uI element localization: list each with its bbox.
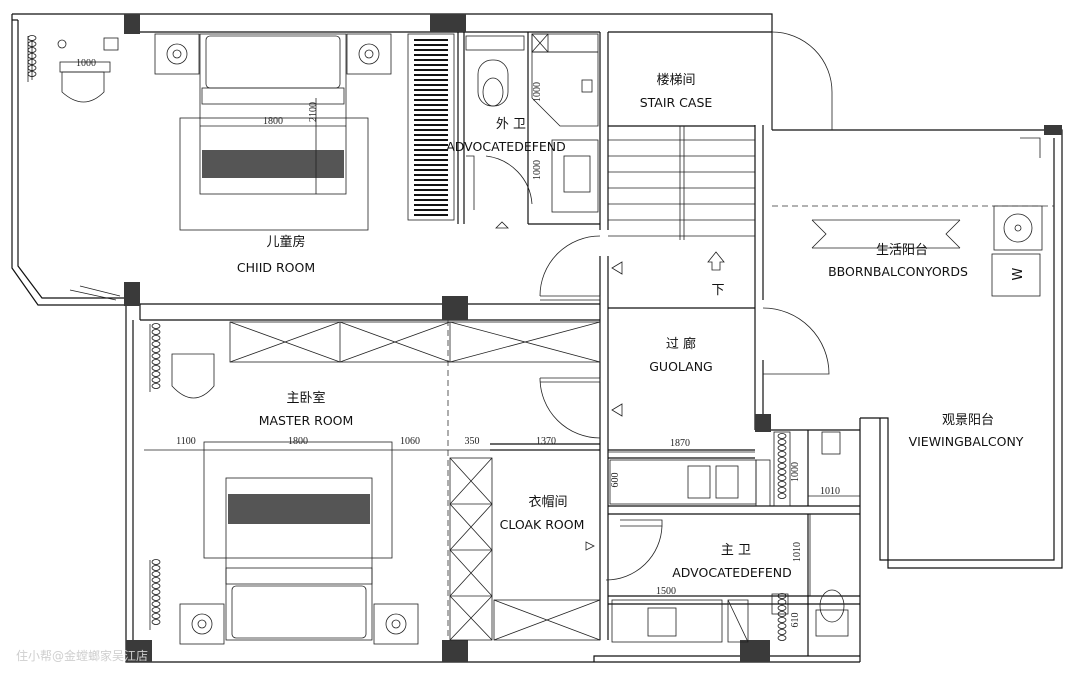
cloak-room-cn-label: 衣帽间 <box>528 494 567 510</box>
master-wc-cn-label: 主 卫 <box>721 543 751 558</box>
living-balcony-cn-label: 生活阳台 <box>876 243 928 258</box>
dimension-lines <box>144 98 860 597</box>
stair-cn-label: 楼梯间 <box>656 73 695 88</box>
dim-label: 1100 <box>176 436 196 447</box>
dim-label: 1000 <box>532 82 543 102</box>
dim-label: 1870 <box>670 438 690 449</box>
dim-label: 1000 <box>76 58 96 69</box>
dim-label: 1000 <box>532 160 543 180</box>
dim-label: 600 <box>610 473 621 488</box>
dim-label: 2100 <box>308 102 319 122</box>
dim-label: 1800 <box>288 436 308 447</box>
outer-wc-fixtures <box>465 33 599 213</box>
wardrobe-hatched <box>414 39 448 216</box>
master-wc-fixtures <box>609 431 849 643</box>
stair-down-label: 下 <box>711 283 724 298</box>
view-balcony-cn-label: 观景阳台 <box>942 413 994 428</box>
dim-label: 350 <box>465 436 480 447</box>
cloak-room-en-label: CLOAK ROOM <box>500 517 585 532</box>
washer-label: W <box>1011 267 1026 280</box>
view-balcony-en-label: VIEWINGBALCONY <box>909 434 1024 449</box>
corridor-cn-label: 过 廊 <box>666 336 696 352</box>
exterior-walls <box>11 13 1063 663</box>
corridor-en-label: GUOLANG <box>649 359 713 374</box>
master-room-furniture <box>149 320 601 645</box>
dim-label: 1060 <box>400 436 420 447</box>
master-room-en-label: MASTER ROOM <box>259 413 354 428</box>
corridor-doors <box>495 221 830 551</box>
dim-label: 1010 <box>792 542 803 562</box>
outer-wc-en-label: ADVOCATEDEFEND <box>446 139 566 154</box>
child-room-cn-label: 儿童房 <box>266 234 305 250</box>
cloak-room-wardrobes <box>449 457 663 641</box>
dim-label: 1000 <box>790 462 801 482</box>
interior-walls <box>126 30 860 656</box>
dim-label: 1370 <box>536 436 556 447</box>
dim-label: 1800 <box>263 116 283 127</box>
master-wc-en-label: ADVOCATEDEFEND <box>672 565 792 580</box>
watermark: 住小帮@金螳螂家吴江店 <box>16 648 148 663</box>
dim-label: 1500 <box>656 586 676 597</box>
dim-label: 610 <box>790 613 801 628</box>
child-room-en-label: CHIID ROOM <box>237 260 315 275</box>
living-balcony-fixtures <box>772 137 1054 297</box>
outer-wc-cn-label: 外 卫 <box>496 117 526 132</box>
living-balcony-en-label: BBORNBALCONYORDS <box>828 264 968 279</box>
stair-steps <box>608 31 833 271</box>
dim-label: 1010 <box>820 486 840 497</box>
structural-columns <box>124 14 1062 662</box>
master-room-cn-label: 主卧室 <box>286 390 325 406</box>
stair-en-label: STAIR CASE <box>640 95 713 110</box>
child-room-furniture <box>27 33 392 301</box>
